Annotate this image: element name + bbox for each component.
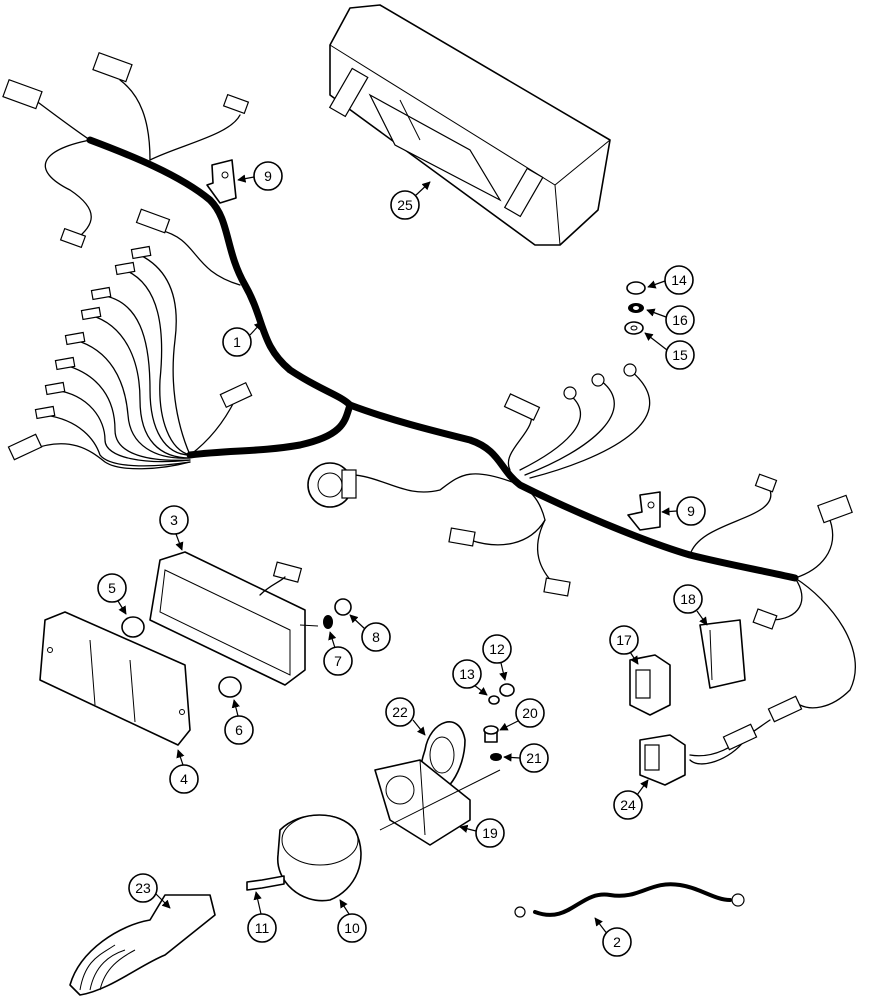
svg-text:25: 25 <box>397 197 413 213</box>
harness-connectors <box>2 51 853 751</box>
svg-text:11: 11 <box>255 920 270 936</box>
callout-16: 16 <box>646 305 695 335</box>
callout-6: 6 <box>224 699 254 745</box>
callout-3: 3 <box>159 505 189 551</box>
svg-text:23: 23 <box>135 880 151 896</box>
svg-text:18: 18 <box>680 591 696 607</box>
svg-text:17: 17 <box>616 632 632 648</box>
switch-24 <box>639 734 686 786</box>
svg-text:10: 10 <box>344 920 360 936</box>
tail-lamp-lens <box>39 611 191 746</box>
callout-8: 8 <box>349 614 391 652</box>
svg-text:15: 15 <box>672 347 688 363</box>
svg-text:19: 19 <box>482 825 498 841</box>
callout-10: 10 <box>337 899 367 943</box>
callout-17: 17 <box>609 625 639 665</box>
console-housing <box>328 4 611 246</box>
callout-1: 1 <box>222 321 263 357</box>
callout-23: 23 <box>128 873 171 909</box>
trailer-socket-body <box>277 814 362 902</box>
callout-15: 15 <box>644 332 695 370</box>
svg-text:16: 16 <box>672 312 688 328</box>
callout-14: 14 <box>647 265 694 295</box>
svg-text:3: 3 <box>170 512 178 528</box>
svg-text:1: 1 <box>233 334 241 350</box>
svg-text:14: 14 <box>671 272 687 288</box>
svg-text:20: 20 <box>522 705 538 721</box>
tail-lamp-housing <box>149 551 319 686</box>
callout-18: 18 <box>673 584 708 626</box>
callout-9-lower: 9 <box>661 496 706 526</box>
callout-22: 22 <box>385 697 426 736</box>
screw-and-washer-20-21 <box>483 725 502 761</box>
callout-21: 21 <box>503 743 549 773</box>
svg-text:6: 6 <box>235 722 243 738</box>
svg-text:7: 7 <box>334 653 342 669</box>
svg-text:9: 9 <box>687 503 695 519</box>
svg-text:5: 5 <box>108 580 116 596</box>
svg-text:24: 24 <box>620 797 636 813</box>
callout-7: 7 <box>323 631 353 676</box>
callout-25: 25 <box>390 181 431 220</box>
socket-mounting-bracket <box>374 759 471 846</box>
bolt <box>246 875 285 891</box>
callout-19: 19 <box>459 818 505 848</box>
callout-13: 13 <box>452 659 488 696</box>
callout-12: 12 <box>482 634 512 681</box>
callout-11: 11 <box>247 891 277 943</box>
relay-bracket <box>699 619 746 689</box>
main-wiring-harness <box>86 136 799 582</box>
bulbs-5-6 <box>121 616 242 698</box>
svg-text:22: 22 <box>392 704 408 720</box>
callout-20: 20 <box>499 698 545 731</box>
callout-4: 4 <box>169 749 199 794</box>
trailer-plug <box>69 894 216 996</box>
callout-24: 24 <box>613 779 649 820</box>
mounting-bracket-upper <box>206 159 237 204</box>
callout-2: 2 <box>594 917 632 957</box>
svg-text:12: 12 <box>489 641 505 657</box>
svg-text:4: 4 <box>180 771 188 787</box>
washers-12-13 <box>488 683 515 705</box>
ground-strap <box>514 882 745 918</box>
svg-text:21: 21 <box>526 750 542 766</box>
switch-17 <box>629 654 671 716</box>
callout-9-upper: 9 <box>237 161 283 191</box>
mounting-bracket-lower <box>627 491 661 531</box>
nut-and-washer-7-8 <box>323 598 352 629</box>
washers-14-15-16 <box>624 281 646 335</box>
svg-text:13: 13 <box>459 666 475 682</box>
svg-text:9: 9 <box>264 168 272 184</box>
callout-5: 5 <box>97 573 127 615</box>
svg-text:8: 8 <box>372 629 380 645</box>
svg-text:2: 2 <box>613 934 621 950</box>
